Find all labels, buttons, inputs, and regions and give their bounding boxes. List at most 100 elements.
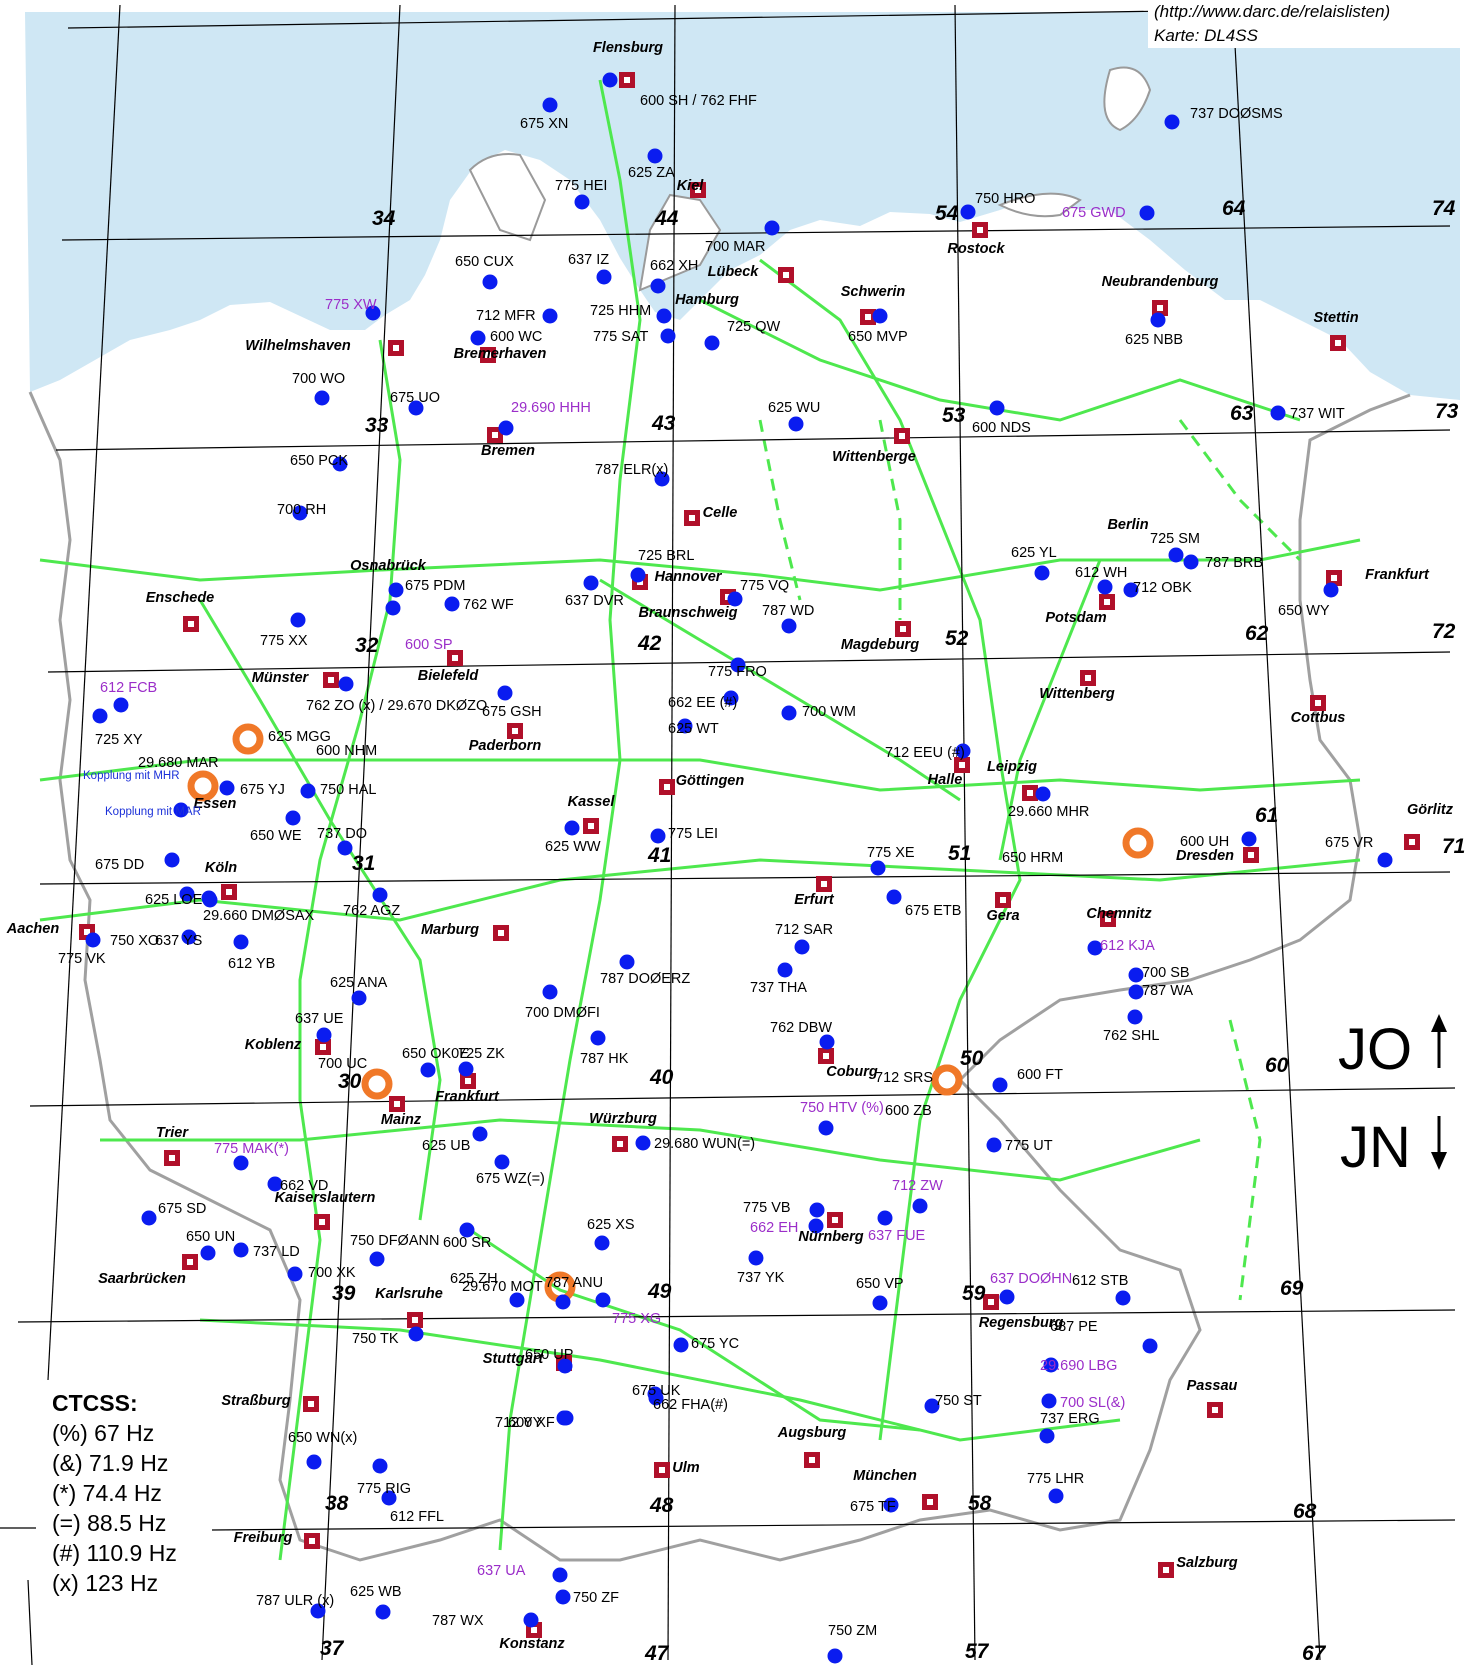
- repeater-dot-icon[interactable]: [300, 783, 316, 799]
- repeater-dot-icon[interactable]: [1150, 312, 1166, 328]
- ten-metre-repeater-icon[interactable]: [361, 1068, 393, 1100]
- repeater-dot-icon[interactable]: [338, 676, 354, 692]
- repeater-dot-icon[interactable]: [992, 1077, 1008, 1093]
- repeater-dot-icon[interactable]: [555, 1589, 571, 1605]
- repeater-dot-icon[interactable]: [332, 456, 348, 472]
- repeater-dot-icon[interactable]: [219, 780, 235, 796]
- repeater-dot-icon[interactable]: [202, 892, 218, 908]
- repeater-dot-icon[interactable]: [654, 471, 670, 487]
- repeater-dot-icon[interactable]: [164, 852, 180, 868]
- repeater-dot-icon[interactable]: [316, 1027, 332, 1043]
- repeater-dot-icon[interactable]: [819, 1034, 835, 1050]
- repeater-dot-icon[interactable]: [173, 802, 189, 818]
- repeater-dot-icon[interactable]: [595, 1292, 611, 1308]
- repeater-dot-icon[interactable]: [827, 1648, 843, 1664]
- repeater-dot-icon[interactable]: [781, 618, 797, 634]
- repeater-dot-icon[interactable]: [472, 1126, 488, 1142]
- repeater-dot-icon[interactable]: [673, 1337, 689, 1353]
- repeater-dot-icon[interactable]: [1323, 582, 1339, 598]
- repeater-dot-icon[interactable]: [727, 591, 743, 607]
- repeater-dot-icon[interactable]: [656, 308, 672, 324]
- repeater-dot-icon[interactable]: [1270, 405, 1286, 421]
- repeater-dot-icon[interactable]: [647, 148, 663, 164]
- repeater-dot-icon[interactable]: [1087, 940, 1103, 956]
- repeater-dot-icon[interactable]: [509, 1292, 525, 1308]
- repeater-dot-icon[interactable]: [574, 194, 590, 210]
- repeater-dot-icon[interactable]: [470, 330, 486, 346]
- repeater-dot-icon[interactable]: [564, 820, 580, 836]
- repeater-dot-icon[interactable]: [292, 505, 308, 521]
- repeater-dot-icon[interactable]: [872, 1295, 888, 1311]
- repeater-dot-icon[interactable]: [635, 1135, 651, 1151]
- repeater-dot-icon[interactable]: [233, 934, 249, 950]
- repeater-dot-icon[interactable]: [552, 1567, 568, 1583]
- repeater-dot-icon[interactable]: [596, 269, 612, 285]
- repeater-dot-icon[interactable]: [179, 886, 195, 902]
- repeater-dot-icon[interactable]: [704, 335, 720, 351]
- repeater-dot-icon[interactable]: [1377, 852, 1393, 868]
- repeater-dot-icon[interactable]: [542, 984, 558, 1000]
- repeater-dot-icon[interactable]: [1097, 579, 1113, 595]
- repeater-dot-icon[interactable]: [1142, 1338, 1158, 1354]
- repeater-dot-icon[interactable]: [748, 1250, 764, 1266]
- ten-metre-repeater-icon[interactable]: [187, 770, 219, 802]
- ten-metre-repeater-icon[interactable]: [931, 1064, 963, 1096]
- repeater-dot-icon[interactable]: [351, 990, 367, 1006]
- repeater-dot-icon[interactable]: [630, 567, 646, 583]
- repeater-dot-icon[interactable]: [590, 1030, 606, 1046]
- repeater-dot-icon[interactable]: [1048, 1488, 1064, 1504]
- repeater-dot-icon[interactable]: [1115, 1290, 1131, 1306]
- repeater-dot-icon[interactable]: [388, 582, 404, 598]
- ten-metre-repeater-icon[interactable]: [1122, 827, 1154, 859]
- repeater-dot-icon[interactable]: [267, 1176, 283, 1192]
- repeater-dot-icon[interactable]: [912, 1198, 928, 1214]
- repeater-dot-icon[interactable]: [287, 1266, 303, 1282]
- repeater-dot-icon[interactable]: [233, 1242, 249, 1258]
- repeater-dot-icon[interactable]: [314, 390, 330, 406]
- repeater-dot-icon[interactable]: [337, 840, 353, 856]
- repeater-dot-icon[interactable]: [723, 690, 739, 706]
- repeater-dot-icon[interactable]: [1164, 114, 1180, 130]
- repeater-dot-icon[interactable]: [955, 743, 971, 759]
- repeater-dot-icon[interactable]: [818, 1120, 834, 1136]
- repeater-dot-icon[interactable]: [372, 1458, 388, 1474]
- repeater-dot-icon[interactable]: [594, 1235, 610, 1251]
- repeater-dot-icon[interactable]: [381, 1490, 397, 1506]
- repeater-dot-icon[interactable]: [1241, 831, 1257, 847]
- repeater-dot-icon[interactable]: [788, 416, 804, 432]
- repeater-dot-icon[interactable]: [556, 1410, 572, 1426]
- repeater-dot-icon[interactable]: [1168, 547, 1184, 563]
- repeater-dot-icon[interactable]: [1035, 786, 1051, 802]
- repeater-dot-icon[interactable]: [1123, 582, 1139, 598]
- repeater-dot-icon[interactable]: [794, 939, 810, 955]
- repeater-dot-icon[interactable]: [408, 400, 424, 416]
- repeater-dot-icon[interactable]: [1043, 1357, 1059, 1373]
- repeater-dot-icon[interactable]: [497, 685, 513, 701]
- repeater-dot-icon[interactable]: [557, 1358, 573, 1374]
- repeater-dot-icon[interactable]: [924, 1398, 940, 1414]
- repeater-dot-icon[interactable]: [458, 1061, 474, 1077]
- repeater-dot-icon[interactable]: [960, 204, 976, 220]
- repeater-dot-icon[interactable]: [285, 810, 301, 826]
- repeater-dot-icon[interactable]: [141, 1210, 157, 1226]
- repeater-dot-icon[interactable]: [372, 887, 388, 903]
- repeater-dot-icon[interactable]: [986, 1137, 1002, 1153]
- repeater-dot-icon[interactable]: [92, 708, 108, 724]
- repeater-dot-icon[interactable]: [85, 932, 101, 948]
- repeater-dot-icon[interactable]: [777, 962, 793, 978]
- repeater-dot-icon[interactable]: [619, 954, 635, 970]
- repeater-dot-icon[interactable]: [233, 1155, 249, 1171]
- repeater-dot-icon[interactable]: [870, 860, 886, 876]
- repeater-dot-icon[interactable]: [886, 889, 902, 905]
- repeater-dot-icon[interactable]: [542, 308, 558, 324]
- repeater-dot-icon[interactable]: [1127, 1009, 1143, 1025]
- repeater-dot-icon[interactable]: [1128, 984, 1144, 1000]
- repeater-dot-icon[interactable]: [498, 420, 514, 436]
- repeater-dot-icon[interactable]: [1139, 205, 1155, 221]
- repeater-dot-icon[interactable]: [764, 220, 780, 236]
- repeater-dot-icon[interactable]: [290, 612, 306, 628]
- repeater-dot-icon[interactable]: [660, 328, 676, 344]
- repeater-dot-icon[interactable]: [602, 72, 618, 88]
- repeater-dot-icon[interactable]: [494, 1154, 510, 1170]
- repeater-dot-icon[interactable]: [369, 1251, 385, 1267]
